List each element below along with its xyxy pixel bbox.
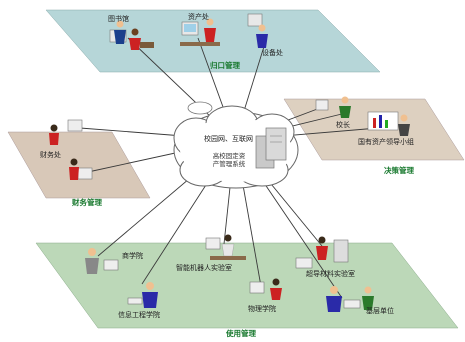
caption-decision-management: 决策管理 xyxy=(384,166,414,175)
grassroots-unit-icon xyxy=(326,286,374,312)
label-physics-school: 物理学院 xyxy=(248,305,276,313)
network-label: 校园网、互联网 xyxy=(204,135,253,143)
label-business-school: 商学院 xyxy=(122,252,143,260)
robot-lab-icon xyxy=(205,234,246,260)
left-panel xyxy=(7,131,151,199)
server-icon xyxy=(255,127,287,169)
info-engineering-school-icon xyxy=(127,282,158,308)
leadership-board-icon xyxy=(367,111,410,136)
label-robot-lab: 智能机器人实验室 xyxy=(176,264,232,272)
system-name-line2: 产管理系统 xyxy=(212,160,246,169)
physics-school-icon xyxy=(249,278,282,300)
label-asset-office: 资产处 xyxy=(188,13,209,21)
caption-finance-management: 财务管理 xyxy=(72,198,102,207)
label-principal: 校长 xyxy=(336,121,350,129)
label-grassroots-unit: 基层单位 xyxy=(366,307,394,315)
label-info-engineering-school: 信息工程学院 xyxy=(118,311,160,319)
label-equipment-office: 设备处 xyxy=(262,49,283,57)
label-finance-office: 财务处 xyxy=(40,151,61,159)
library-staff-icon xyxy=(109,20,154,50)
system-name-line1: 高校固定资 xyxy=(212,152,246,160)
label-superconductor-lab: 超导材料实验室 xyxy=(306,270,355,278)
equipment-office-staff-icon xyxy=(247,13,268,48)
system-name: 高校固定资 产管理系统 xyxy=(206,152,252,168)
label-leadership-group: 国有资产领导小组 xyxy=(358,138,414,146)
principal-icon xyxy=(315,96,351,118)
caption-usage-management: 使用管理 xyxy=(226,329,256,338)
asset-office-staff-icon xyxy=(180,18,220,46)
caption-centralized-management: 归口管理 xyxy=(210,61,240,70)
finance-staff-icon xyxy=(49,119,93,180)
label-library: 图书馆 xyxy=(108,15,129,23)
business-school-icon xyxy=(85,248,119,274)
small-cloud xyxy=(187,101,213,115)
superconductor-lab-icon xyxy=(295,236,349,269)
bottom-panel xyxy=(35,242,459,329)
